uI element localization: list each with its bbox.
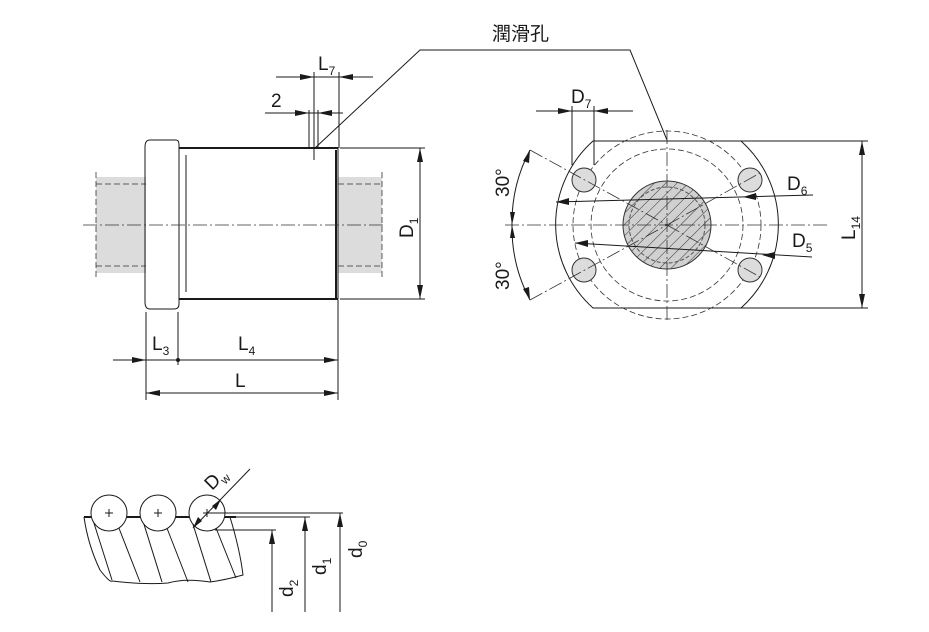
dim-L: L [235,371,246,392]
dim-d1: d1 [310,557,334,575]
angle-30-bottom: 30° [493,261,514,290]
angle-30-top: 30° [493,168,514,197]
dim-L14: L14 [839,216,863,240]
dim-L4: L4 [238,334,256,358]
lubrication-hole-leader [314,49,668,149]
dim-D6: D6 [787,174,808,198]
dim-L7: L7 [318,54,336,78]
dim-Dw: Dw [201,464,234,497]
lubrication-hole-label: 潤滑孔 [492,23,549,45]
nut-flange [144,139,180,310]
dim-D5: D5 [792,231,813,255]
dim-D1: D1 [397,217,421,238]
dim-D7: D7 [571,87,592,111]
dim-2: 2 [271,91,282,112]
front-view: D6 D5 D7 L14 30° 30° [493,87,868,322]
dim-L3: L3 [152,334,170,358]
ball-detail-view: Dw d2 d1 d0 [83,464,370,612]
nut-body [178,147,339,300]
dim-d2: d2 [277,579,301,597]
side-view: D1 L7 2 L3 L4 L [83,54,425,400]
dim-d0: d0 [346,540,370,558]
